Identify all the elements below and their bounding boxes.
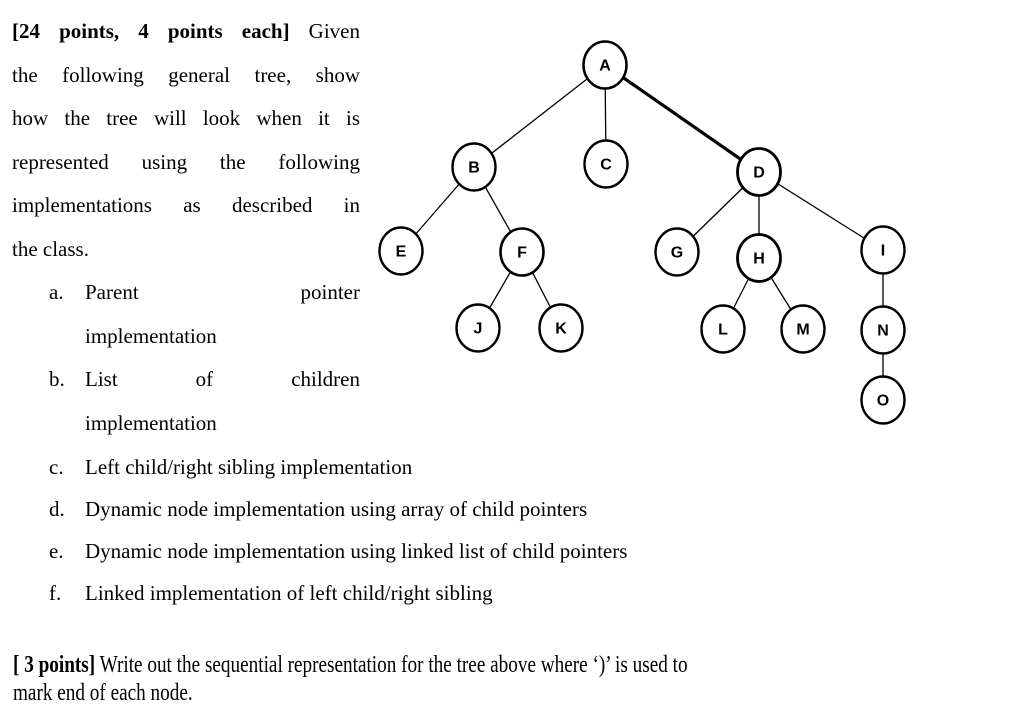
- tree-node-label-K: K: [555, 321, 567, 338]
- tree-node-circle-M: [780, 304, 826, 354]
- implementation-list-ab: a. Parent pointer implementation b. List…: [49, 271, 360, 445]
- item-e-label: e.: [49, 539, 64, 563]
- tree-node-label-O: O: [877, 393, 889, 410]
- tree-edge-F-K: [521, 251, 562, 329]
- tree-node-label-L: L: [718, 322, 728, 339]
- item-c-text: Left child/right sibling implementation: [85, 455, 413, 479]
- tree-node-O: O: [860, 375, 906, 425]
- list-item-b: b. List of children implementation: [49, 358, 360, 445]
- tree-node-label-N: N: [877, 323, 889, 340]
- item-c-label: c.: [49, 455, 64, 479]
- list-item-a: a. Parent pointer implementation: [49, 271, 360, 358]
- tree-node-label-A: A: [599, 58, 611, 75]
- item-f-label: f.: [49, 581, 62, 605]
- tree-node-label-M: M: [796, 322, 809, 339]
- tree-edge-B-E: [400, 166, 475, 252]
- item-e-text: Dynamic node implementation using linked…: [85, 539, 628, 563]
- item-b-label: b.: [49, 367, 65, 391]
- tree-node-F: F: [499, 227, 545, 277]
- tree-node-circle-A: [582, 40, 628, 90]
- tree-node-circle-G: [654, 227, 700, 277]
- tree-edge-B-F: [473, 166, 523, 253]
- item-d-text: Dynamic node implementation using array …: [85, 497, 588, 521]
- tree-node-label-D: D: [753, 165, 765, 182]
- tree-node-A: A: [582, 40, 628, 90]
- tree-node-label-B: B: [468, 160, 480, 177]
- tree-edge-A-B: [473, 64, 606, 168]
- tree-node-circle-I: [860, 225, 906, 275]
- tree-node-B: B: [451, 142, 497, 192]
- tree-node-label-I: I: [881, 243, 885, 260]
- tree-edge-A-D: [604, 63, 760, 174]
- item-b-text-line2: implementation: [85, 410, 217, 435]
- tree-node-E: E: [378, 226, 424, 276]
- tree-node-circle-E: [378, 226, 424, 276]
- item-f-text: Linked implementation of left child/righ…: [85, 581, 493, 605]
- tree-node-D: D: [736, 147, 782, 197]
- tree-node-H: H: [736, 233, 782, 283]
- tree-edge-H-L: [722, 257, 760, 330]
- tree-node-circle-N: [860, 305, 906, 355]
- tree-edge-D-I: [758, 171, 884, 251]
- tree-node-L: L: [700, 304, 746, 354]
- list-item-f: f. Linked implementation of left child/r…: [49, 572, 909, 614]
- tree-node-C: C: [583, 139, 629, 189]
- item-a-label: a.: [49, 280, 64, 304]
- tree-edge-H-M: [758, 257, 804, 330]
- intro-line-6: the class.: [12, 236, 89, 261]
- intro-line-1-rest: Given: [308, 19, 360, 43]
- tree-node-M: M: [780, 304, 826, 354]
- tree-node-label-E: E: [396, 244, 407, 261]
- tree-node-N: N: [860, 305, 906, 355]
- tree-node-J: J: [455, 303, 501, 353]
- tree-edge-A-C: [604, 64, 607, 165]
- sequential-representation-question: [ 3 points] Write out the sequential rep…: [13, 651, 893, 707]
- item-b-text: List of children: [85, 367, 360, 391]
- intro-line-1: [24 points, 4 points each] Given: [12, 10, 360, 54]
- list-item-c: c. Left child/right sibling implementati…: [49, 446, 909, 488]
- tree-node-circle-C: [583, 139, 629, 189]
- tree-node-circle-J: [455, 303, 501, 353]
- item-a-text: Parent pointer: [85, 280, 360, 304]
- tree-node-label-G: G: [671, 245, 683, 262]
- tree-node-circle-D: [736, 147, 782, 197]
- list-item-d: d. Dynamic node implementation using arr…: [49, 488, 909, 530]
- intro-line-3: how the tree will look when it is: [12, 106, 360, 130]
- tree-node-K: K: [538, 303, 584, 353]
- intro-line-4: represented using the following: [12, 149, 360, 174]
- footer-line-1-rest: Write out the sequential representation …: [99, 652, 688, 678]
- tree-node-circle-K: [538, 303, 584, 353]
- intro-line-2: the following general tree, show: [12, 62, 360, 87]
- tree-node-G: G: [654, 227, 700, 277]
- footer-line-2: mark end of each node.: [13, 680, 193, 706]
- item-a-text-line2: implementation: [85, 323, 217, 348]
- tree-node-label-H: H: [753, 251, 765, 268]
- intro-line-5: implementations as described in: [12, 193, 360, 217]
- list-item-e: e. Dynamic node implementation using lin…: [49, 530, 909, 572]
- tree-edge-F-J: [477, 251, 523, 329]
- tree-node-label-F: F: [517, 245, 527, 262]
- tree-node-label-J: J: [474, 321, 483, 338]
- tree-node-circle-L: [700, 304, 746, 354]
- points-badge-3: [ 3 points]: [13, 652, 96, 678]
- tree-node-circle-F: [499, 227, 545, 277]
- implementation-list-cf: c. Left child/right sibling implementati…: [49, 446, 909, 614]
- tree-node-circle-H: [736, 233, 782, 283]
- tree-node-label-C: C: [600, 157, 612, 174]
- tree-edge-D-G: [676, 171, 760, 253]
- item-d-label: d.: [49, 497, 65, 521]
- tree-node-circle-O: [860, 375, 906, 425]
- footer-line-1: [ 3 points] Write out the sequential rep…: [13, 651, 893, 679]
- question-intro: [24 points, 4 points each] Given the fol…: [12, 10, 360, 271]
- tree-node-I: I: [860, 225, 906, 275]
- points-badge: [24 points, 4 points each]: [12, 19, 290, 43]
- tree-node-circle-B: [451, 142, 497, 192]
